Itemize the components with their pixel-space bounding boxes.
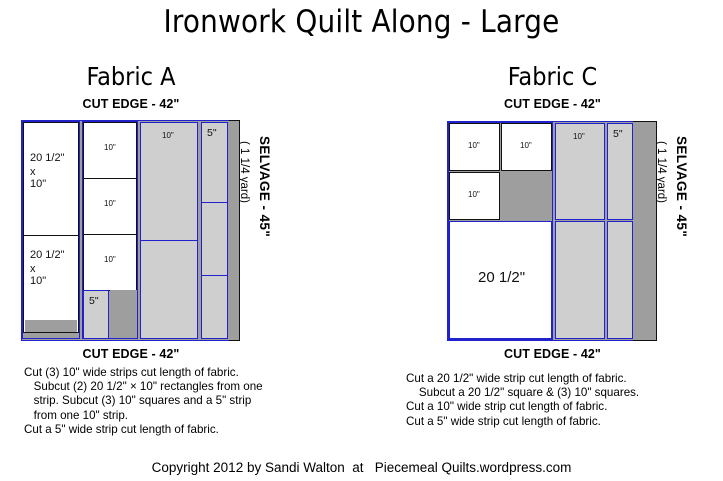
fabric-c-waste-top-right bbox=[501, 172, 552, 220]
fabric-a-square-10-3: 10" bbox=[83, 234, 137, 291]
fabric-a-cut-edge-bottom-label: CUT EDGE - 42" bbox=[82, 347, 180, 361]
fabric-a-square-10-2-label: 10" bbox=[104, 199, 116, 208]
fabric-c-strip-5-upper: 5" bbox=[607, 123, 633, 220]
fabric-a-strip-5-lower-label: 5" bbox=[89, 295, 99, 307]
fabric-c-selvage-label: SELVAGE - 45" bbox=[674, 136, 689, 238]
fabric-a-cut-edge-top-label: CUT EDGE - 42" bbox=[82, 97, 180, 111]
fabric-c-cutline-strip-20-half bbox=[448, 122, 553, 340]
fabric-a-cutting-diagram: 20 1/2" x 10" 20 1/2" x 10" 10" 10" 10" … bbox=[21, 120, 240, 341]
fabric-a-cutline-strip-1 bbox=[22, 121, 80, 339]
fabric-a-square-10-1: 10" bbox=[83, 122, 137, 179]
fabric-c-cut-edge-bottom-label: CUT EDGE - 42" bbox=[504, 347, 601, 361]
fabric-c-cutting-diagram: 10" 10" 10" 20 1/2" 10" 5" bbox=[447, 121, 657, 341]
fabric-c-strip-5-label: 5" bbox=[613, 128, 623, 140]
fabric-a-strip-5-right-seg2 bbox=[201, 202, 228, 276]
fabric-c-strip-10-label: 10" bbox=[573, 132, 585, 141]
fabric-a-rect-bottom-label-2: x bbox=[30, 263, 36, 275]
fabric-c-selvage-waste bbox=[633, 121, 657, 341]
fabric-c-strip-10-upper: 10" bbox=[555, 123, 605, 220]
fabric-a-rect-top-label-1: 20 1/2" bbox=[30, 152, 65, 164]
fabric-a-rect-20x10-bottom: 20 1/2" x 10" bbox=[23, 235, 79, 333]
fabric-c-square-10-2: 10" bbox=[501, 123, 552, 171]
fabric-a-instructions: Cut (3) 10" wide strips cut length of fa… bbox=[24, 366, 263, 436]
fabric-a-strip-5-right-label: 5" bbox=[207, 127, 217, 139]
fabric-c-square-20-half: 20 1/2" bbox=[449, 221, 552, 339]
copyright-notice: Copyright 2012 by Sandi Walton at Piecem… bbox=[151, 460, 572, 475]
fabric-c-square-10-3-label: 10" bbox=[468, 190, 480, 199]
fabric-c-square-20-half-label: 20 1/2" bbox=[478, 269, 526, 286]
fabric-c-square-10-1: 10" bbox=[449, 123, 500, 171]
fabric-a-rect-top-label-3: 10" bbox=[30, 178, 47, 190]
fabric-c-square-10-3: 10" bbox=[449, 172, 500, 220]
fabric-a-waste-col2 bbox=[110, 290, 137, 339]
fabric-c-instructions: Cut a 20 1/2" wide strip cut length of f… bbox=[406, 372, 640, 428]
fabric-c-square-10-1-label: 10" bbox=[468, 141, 480, 150]
fabric-a-strip-10-lower bbox=[140, 240, 198, 339]
fabric-a-rect-bottom-label-1: 20 1/2" bbox=[30, 249, 65, 261]
fabric-a-strip-10-upper: 10" bbox=[140, 122, 198, 241]
fabric-a-rect-20x10-top: 20 1/2" x 10" bbox=[23, 122, 79, 236]
fabric-a-cutline-strip-2 bbox=[82, 121, 138, 339]
fabric-a-square-10-1-label: 10" bbox=[104, 143, 116, 152]
fabric-c-strip-10-lower bbox=[555, 221, 605, 339]
fabric-a-square-10-3-label: 10" bbox=[104, 255, 116, 264]
fabric-a-strip-10-label: 10" bbox=[162, 131, 174, 140]
fabric-a-title: Fabric A bbox=[86, 62, 176, 91]
fabric-a-strip-5-lower: 5" bbox=[83, 290, 109, 339]
fabric-a-strip-5-right-seg3 bbox=[201, 275, 228, 339]
fabric-c-square-10-2-label: 10" bbox=[520, 141, 532, 150]
fabric-c-title: Fabric C bbox=[507, 62, 598, 91]
page-title: Ironwork Quilt Along - Large bbox=[163, 4, 560, 40]
fabric-c-strip-5-lower bbox=[607, 221, 633, 339]
fabric-a-selvage-waste bbox=[229, 120, 240, 341]
fabric-a-rect-top-label-2: x bbox=[30, 166, 36, 178]
fabric-a-selvage-label: SELVAGE - 45" bbox=[257, 136, 272, 238]
fabric-a-strip-5-right-seg1: 5" bbox=[201, 122, 228, 203]
fabric-c-cut-edge-top-label: CUT EDGE - 42" bbox=[504, 97, 601, 111]
fabric-a-waste-col1 bbox=[25, 320, 77, 332]
fabric-a-rect-bottom-label-3: 10" bbox=[30, 275, 47, 287]
fabric-a-square-10-2: 10" bbox=[83, 178, 137, 235]
